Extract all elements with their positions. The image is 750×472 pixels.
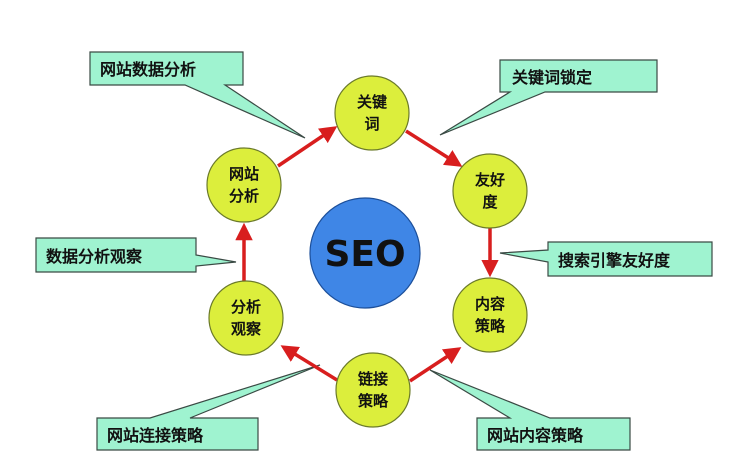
callout-search-engine-friendliness: 搜索引擎友好度: [499, 241, 713, 277]
callout-label: 搜索引擎友好度: [558, 251, 671, 270]
callout-keyword-lock: 关键词锁定: [439, 59, 658, 136]
arrow-link-to-observation: [280, 345, 338, 382]
callout-label: 网站内容策略: [487, 426, 584, 445]
callout-website-data-analysis: 网站数据分析: [89, 51, 306, 139]
node-label: 策略: [357, 392, 389, 410]
node-label: 关键: [357, 93, 387, 111]
arrow-link-to-content: [409, 347, 462, 383]
callout-label: 网站数据分析: [100, 60, 196, 79]
node-website-analysis: 网站 分析: [206, 147, 282, 223]
callout-label: 网站连接策略: [107, 426, 204, 445]
node-label: 链接: [358, 370, 388, 388]
callout-website-link-strategy: 网站连接策略: [96, 364, 321, 451]
seo-center-circle: SEO: [309, 197, 421, 309]
node-label: 友好: [475, 171, 505, 189]
arrow-keyword-to-friendliness: [405, 129, 463, 167]
node-analysis-observation: 分析 观察: [208, 280, 284, 356]
node-label: 观察: [231, 320, 262, 338]
node-label: 词: [364, 115, 379, 133]
node-label: 网站: [229, 165, 259, 183]
node-link-strategy: 链接 策略: [335, 352, 411, 428]
callout-label: 关键词锁定: [512, 68, 592, 87]
node-label: 策略: [474, 317, 506, 335]
node-label: 内容: [475, 295, 505, 313]
callout-website-content-strategy: 网站内容策略: [429, 369, 631, 451]
seo-label: SEO: [324, 234, 405, 275]
node-label: 分析: [229, 187, 259, 205]
node-label: 分析: [231, 298, 261, 316]
node-friendliness: 友好 度: [452, 153, 528, 229]
node-label: 度: [482, 193, 498, 211]
callout-label: 数据分析观察: [46, 247, 143, 266]
arrow-analysis-to-keyword: [277, 126, 338, 168]
node-content-strategy: 内容 策略: [452, 277, 528, 353]
callout-data-analysis-observation: 数据分析观察: [35, 237, 237, 273]
node-keyword: 关键 词: [334, 75, 410, 151]
